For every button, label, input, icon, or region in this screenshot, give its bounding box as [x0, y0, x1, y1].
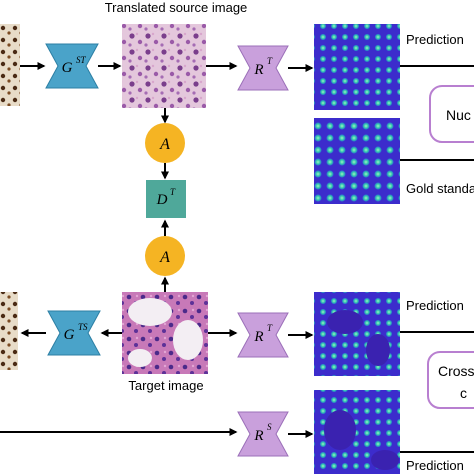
prediction-label-middle: Prediction [406, 298, 464, 313]
attention-top-circle [145, 123, 185, 163]
attention-bottom-label: A [159, 249, 170, 266]
recon-rt-bottom-block: R T [237, 312, 289, 358]
attention-bottom-circle [145, 236, 185, 276]
heatmap-source-void-1 [324, 410, 356, 450]
target-image-label: Target image [128, 378, 203, 393]
loss-box-cross [427, 351, 474, 409]
heatmap-source-void-2 [371, 450, 399, 470]
target-image-lumen-1 [128, 298, 172, 326]
recon-rt-top-sup: T [267, 56, 273, 66]
generator-st-base: G [62, 60, 73, 76]
recon-rt-bottom-sup: T [267, 323, 273, 333]
generator-ts-base: G [64, 327, 75, 343]
recon-rt-top-base: R [253, 62, 263, 78]
discriminator-block: D T [146, 180, 186, 218]
recon-rt-bottom-base: R [253, 329, 263, 345]
prediction-heatmap-target [314, 292, 400, 376]
loss-box-nuc-label: Nuc [446, 107, 471, 123]
generator-ts-block: G TS [47, 310, 101, 356]
recon-rs-sup: S [267, 422, 272, 432]
loss-box-cross-sublabel: c [460, 385, 467, 401]
translated-source-image [122, 24, 206, 108]
generator-ts-shape [47, 310, 101, 356]
attention-bottom-node: A [145, 236, 185, 276]
heatmap-target-void-1 [327, 310, 363, 334]
prediction-heatmap-top [314, 24, 400, 110]
prediction-label-top: Prediction [406, 32, 464, 47]
discriminator-base: D [156, 192, 168, 208]
attention-top-node: A [145, 123, 185, 163]
prediction-label-bottom: Prediction [406, 458, 464, 473]
generator-st-block: G ST [45, 43, 99, 89]
target-image-lumen-2 [173, 320, 203, 360]
generator-st-sup: ST [76, 55, 87, 65]
recon-rt-bottom-shape [237, 312, 289, 358]
loss-box-nuc [429, 85, 474, 143]
recon-rt-top-shape [237, 45, 289, 91]
discriminator-shape [146, 180, 186, 218]
recon-rs-block: R S [237, 411, 289, 457]
recon-rs-shape [237, 411, 289, 457]
recon-rt-top-block: R T [237, 45, 289, 91]
loss-box-cross-label: Cross [438, 363, 474, 379]
source-image-partial [0, 24, 20, 106]
recon-rs-base: R [253, 428, 263, 444]
output-source-image-partial [0, 292, 18, 370]
generator-ts-sup: TS [78, 322, 88, 332]
target-image-lumen-3 [128, 349, 152, 367]
heatmap-target-void-2 [366, 334, 390, 366]
discriminator-sup: T [170, 187, 176, 197]
gold-standard-label: Gold standard [406, 181, 474, 196]
attention-top-label: A [159, 136, 170, 153]
generator-st-shape [45, 43, 99, 89]
gold-standard-heatmap [314, 118, 400, 204]
translated-source-label: Translated source image [105, 0, 248, 15]
